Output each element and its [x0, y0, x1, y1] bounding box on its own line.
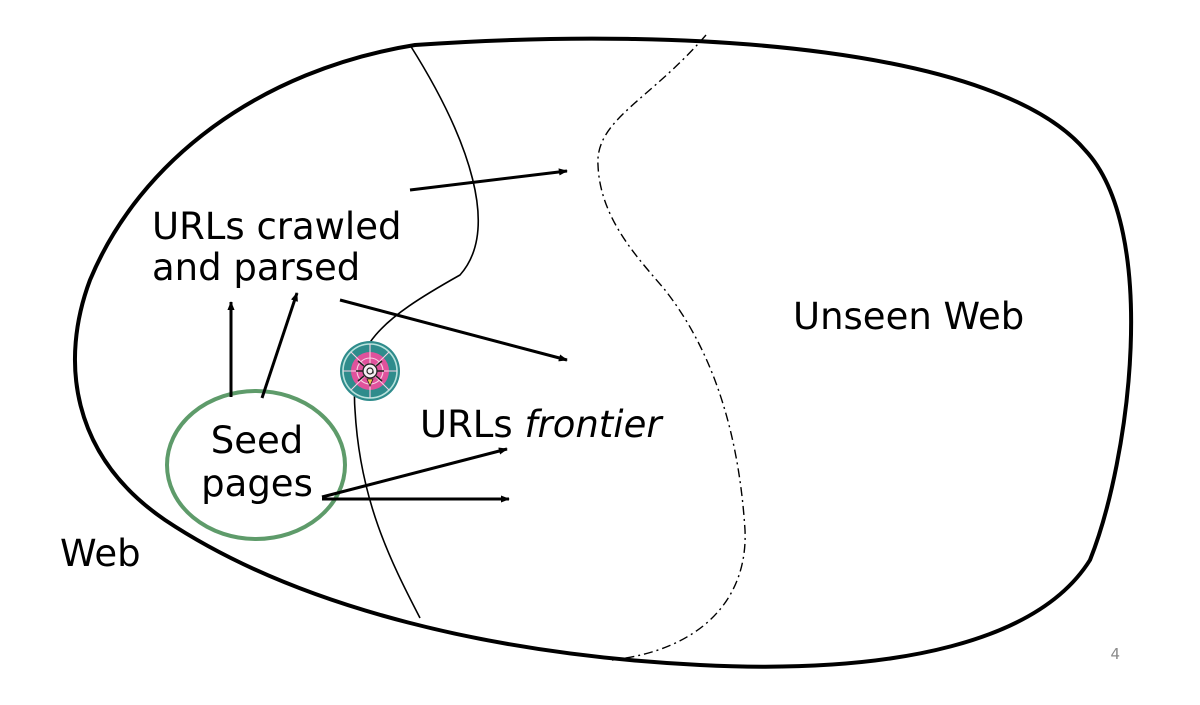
spider-web-icon — [340, 341, 400, 401]
arrow-crawled-to-frontier-middle — [339, 298, 568, 362]
arrow-seed-to-frontier-upper — [321, 447, 508, 499]
urls-frontier-label: URLs frontier — [420, 404, 662, 445]
seed-label-line-2: pages — [201, 462, 313, 506]
crawled-parsed-label: URLs crawled and parsed — [152, 206, 401, 289]
seed-pages-circle — [165, 389, 347, 541]
seed-label-line-1: Seed — [210, 419, 304, 462]
page-number: 4 — [1110, 645, 1120, 663]
crawled-label-line-2: and parsed — [152, 246, 361, 290]
crawled-boundary-line — [353, 44, 479, 619]
unseen-web-label: Unseen Web — [793, 295, 1025, 338]
web-label: Web — [60, 532, 141, 575]
arrow-seed-to-crawled-right — [260, 292, 299, 399]
arrow-crawled-to-frontier-top — [409, 168, 568, 192]
frontier-label-emphasis: frontier — [524, 403, 662, 446]
crawled-label-line-1: URLs crawled — [152, 205, 402, 248]
seed-pages-label: Seed pages — [175, 419, 339, 506]
frontier-label-prefix: URLs — [420, 403, 525, 446]
web-boundary — [73, 36, 1134, 669]
frontier-boundary-line — [597, 34, 746, 661]
